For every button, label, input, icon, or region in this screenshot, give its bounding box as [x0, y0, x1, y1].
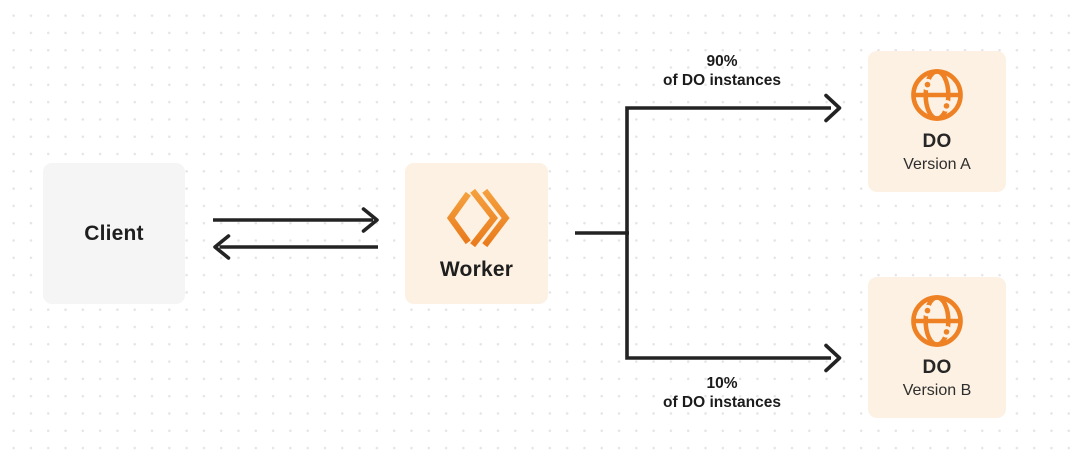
arrow-client-to-worker	[213, 207, 379, 233]
do-b-subtitle: Version B	[902, 381, 972, 399]
client-label: Client	[84, 221, 144, 245]
worker-branch-connector	[575, 106, 831, 360]
edge-label-90-percent: 90% of DO instances	[627, 52, 817, 90]
edge-a-percent: 90%	[706, 53, 738, 70]
arrow-worker-to-client	[213, 234, 378, 260]
globe-icon	[908, 292, 966, 350]
client-node: Client	[43, 163, 185, 304]
worker-node: Worker	[405, 163, 548, 304]
cloudflare-workers-icon	[444, 185, 510, 251]
arrowhead-to-do-a	[824, 93, 842, 123]
do-b-title: DO	[922, 356, 952, 378]
edge-b-caption: of DO instances	[663, 394, 781, 411]
globe-icon	[908, 66, 966, 124]
do-version-a-node: DO Version A	[868, 51, 1006, 192]
edge-a-caption: of DO instances	[663, 72, 781, 89]
arrowhead-to-do-b	[824, 343, 842, 373]
edge-b-percent: 10%	[706, 375, 738, 392]
do-a-title: DO	[922, 130, 952, 152]
do-a-subtitle: Version A	[903, 155, 971, 173]
edge-label-10-percent: 10% of DO instances	[627, 374, 817, 412]
do-version-b-node: DO Version B	[868, 277, 1006, 418]
worker-label: Worker	[439, 258, 514, 281]
